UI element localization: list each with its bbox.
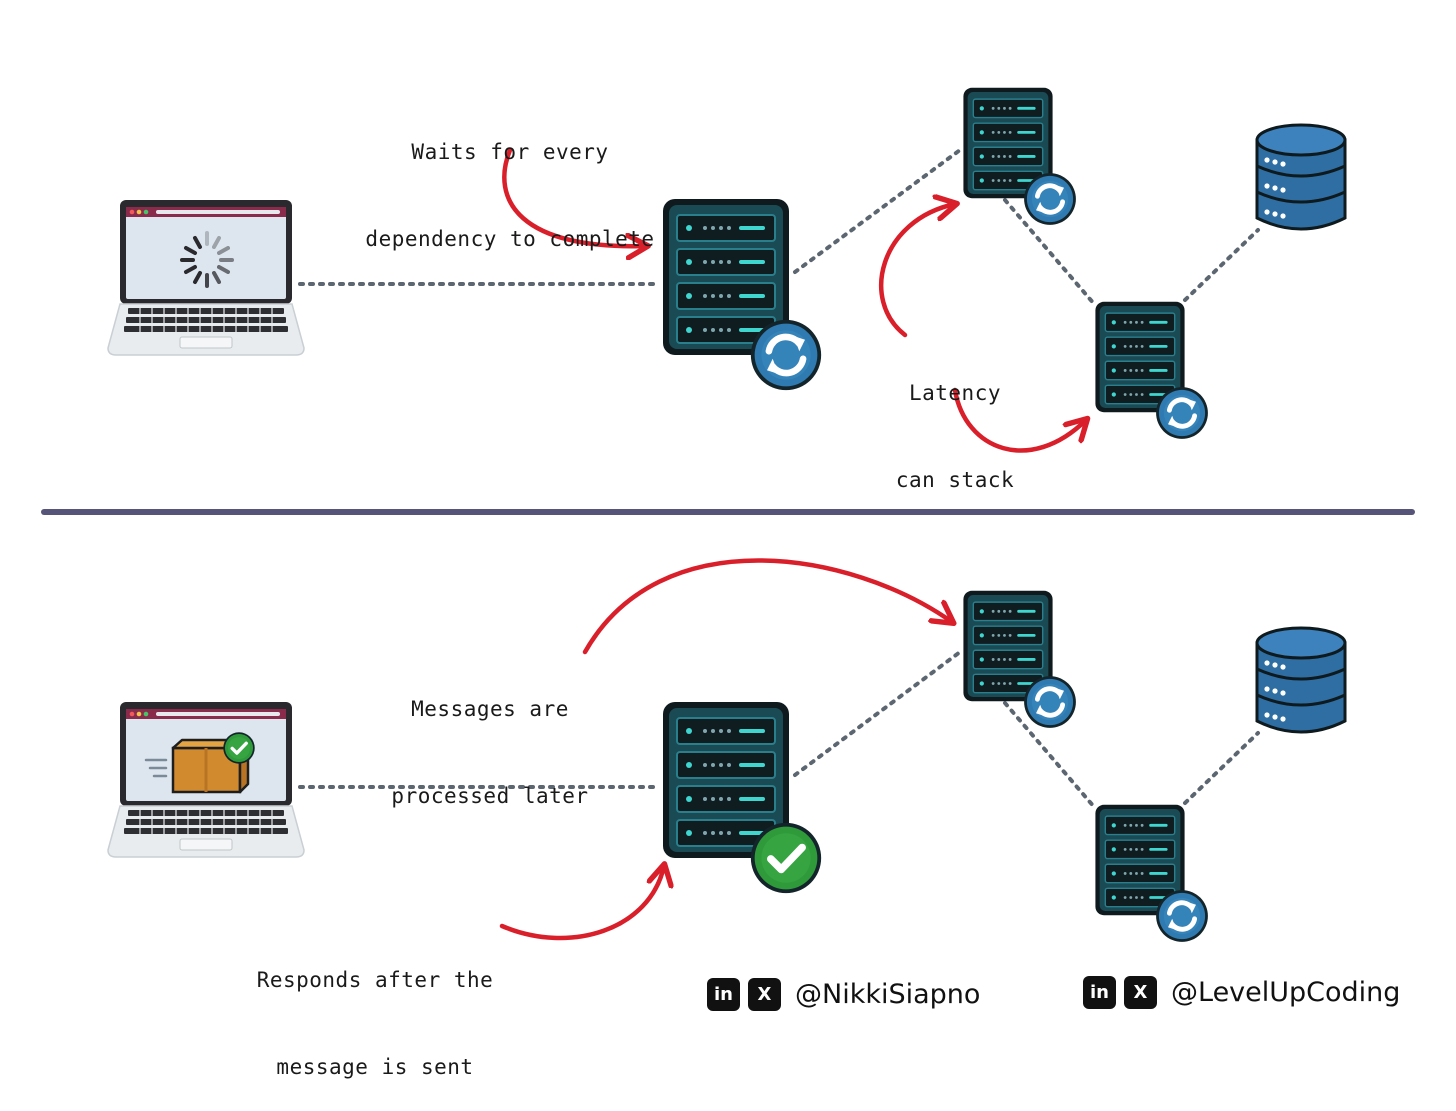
database-icon [1255,626,1347,734]
dotted-connectors [298,148,1260,307]
annotation-line: dependency to complete [365,227,655,251]
annotation-wait-label: Waits for every dependency to complete [350,80,670,283]
annotation-arrows [502,147,1086,453]
annotation-messages-label: Messages are processed later [380,637,600,840]
annotation-line: can stack [895,468,1015,492]
sync-icon [1024,173,1076,225]
annotation-line: Messages are [411,697,569,721]
x-icon[interactable]: X [748,978,781,1011]
handle-text[interactable]: @LevelUpCoding [1171,977,1401,1008]
sync-icon [751,320,821,390]
top-section [107,87,1347,453]
annotation-latency-label: Latency can stack [880,321,1030,524]
bottom-section [107,558,1347,942]
annotation-responds-label: Responds after the message is sent [240,908,510,1111]
annotation-arrows [499,558,952,941]
sync-icon [1024,676,1076,728]
check-icon [751,823,821,893]
check-icon [222,731,256,765]
footer-handle-nikki: in X @NikkiSiapno [707,978,980,1011]
annotation-line: message is sent [276,1055,474,1079]
x-icon[interactable]: X [1124,976,1157,1009]
linkedin-icon[interactable]: in [707,978,740,1011]
sync-icon [1156,387,1208,439]
annotation-line: Latency [908,381,1001,405]
annotation-line: processed later [391,784,589,808]
database-icon [1255,123,1347,231]
architecture-diagram [41,87,1415,1048]
dotted-connectors [298,650,1260,810]
annotation-line: Responds after the [256,968,494,992]
footer-handle-levelup: in X @LevelUpCoding [1083,976,1400,1009]
linkedin-icon[interactable]: in [1083,976,1116,1009]
package-icon [144,738,250,794]
sync-icon [1156,890,1208,942]
handle-text[interactable]: @NikkiSiapno [795,979,981,1010]
annotation-line: Waits for every [411,140,609,164]
loading-spinner-icon [180,231,234,288]
